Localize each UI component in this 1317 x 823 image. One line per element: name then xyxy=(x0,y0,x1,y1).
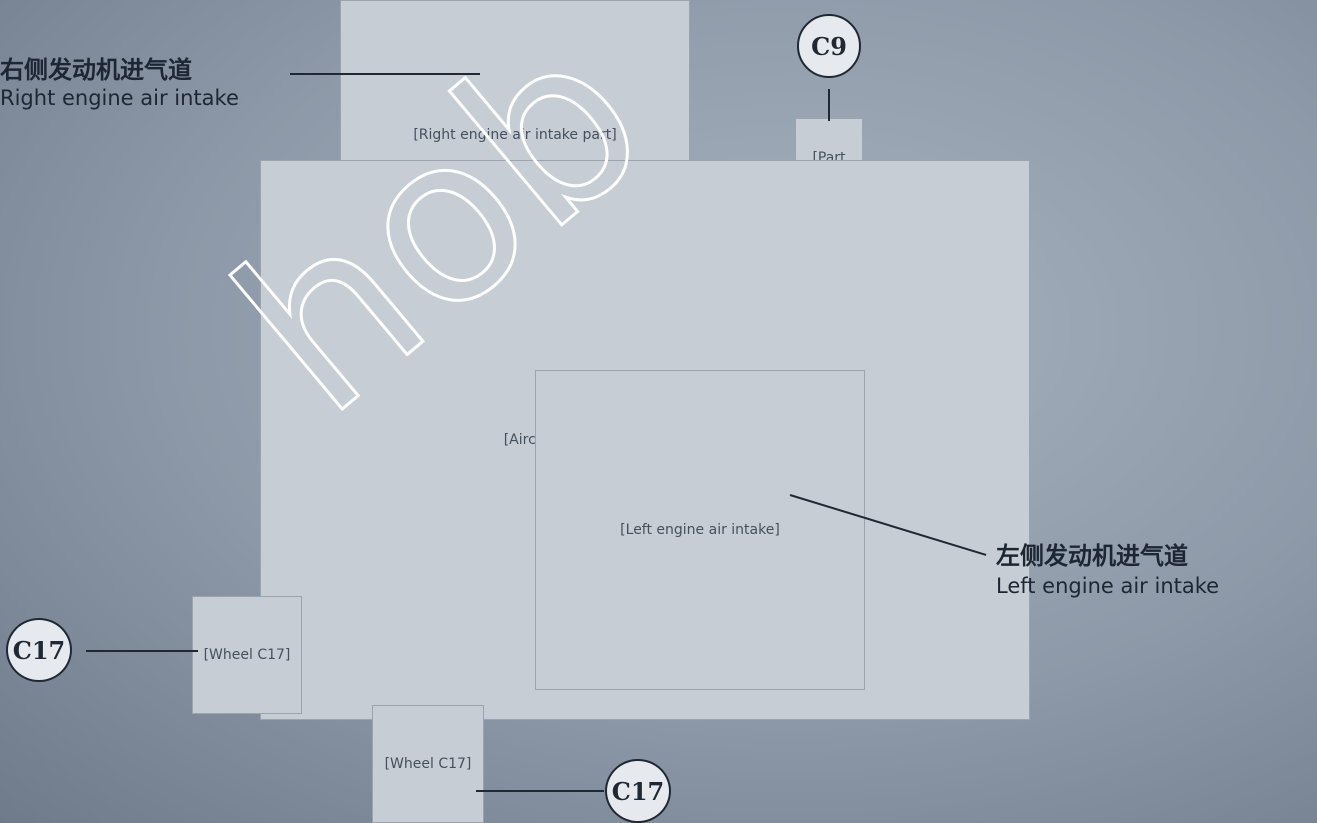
c9-leader xyxy=(828,89,830,121)
callout-c17-bottom: C17 xyxy=(605,759,671,823)
callout-c17-left: C17 xyxy=(6,618,72,682)
wheel-c17-left-image: [Wheel C17] xyxy=(192,596,302,714)
right-intake-label-cn: 右侧发动机进气道 xyxy=(0,56,192,84)
c17-bottom-leader xyxy=(476,790,604,792)
right-intake-leader xyxy=(290,73,480,75)
c17-left-leader xyxy=(86,650,198,652)
right-intake-label-en: Right engine air intake xyxy=(0,86,239,110)
left-intake-label-en: Left engine air intake xyxy=(996,574,1220,598)
callout-c9: C9 xyxy=(797,14,861,78)
wheel-c17-bottom-image: [Wheel C17] xyxy=(372,705,484,823)
left-intake-label-cn: 左侧发动机进气道 xyxy=(996,542,1188,570)
left-intake-image: [Left engine air intake] xyxy=(535,370,865,690)
